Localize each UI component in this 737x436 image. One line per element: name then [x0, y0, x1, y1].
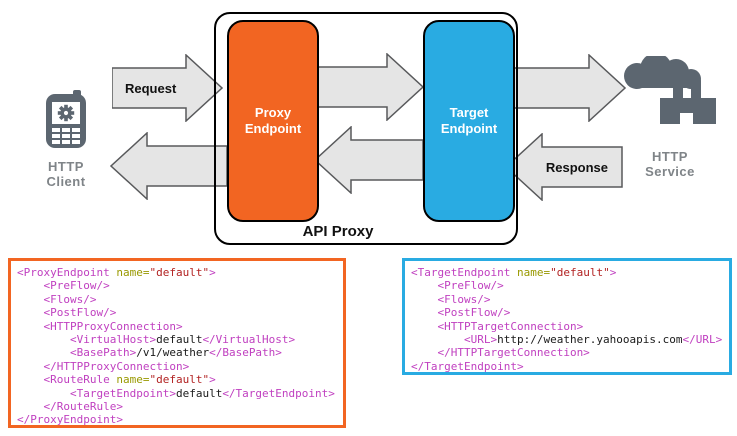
- proxy-endpoint-label-line1: Proxy: [254, 105, 292, 120]
- mobile-phone-icon: [40, 90, 92, 155]
- code-line: <VirtualHost>default</VirtualHost>: [17, 333, 296, 347]
- code-line: <TargetEndpoint name="default">: [411, 266, 617, 279]
- proxy-to-target-arrow: [314, 53, 424, 121]
- target-endpoint-label-line2: Endpoint: [440, 121, 498, 136]
- code-line: <PostFlow/>: [411, 306, 511, 320]
- code-line: </ProxyEndpoint>: [17, 413, 123, 427]
- code-line: <PostFlow/>: [17, 306, 117, 320]
- target-endpoint-xml-block: <TargetEndpoint name="default"> <PreFlow…: [402, 258, 732, 375]
- proxy-endpoint-label-line2: Endpoint: [244, 121, 302, 136]
- proxy-endpoint-block: Proxy Endpoint: [227, 20, 319, 222]
- proxy-to-client-arrow: [110, 132, 228, 200]
- code-line: <PreFlow/>: [411, 279, 504, 293]
- proxy-endpoint-xml-block: <ProxyEndpoint name="default"> <PreFlow/…: [8, 258, 346, 428]
- target-to-service-arrow: [509, 54, 626, 122]
- target-endpoint-label-line1: Target: [449, 105, 489, 120]
- code-line: </TargetEndpoint>: [411, 359, 524, 373]
- cloud-factory-icon: [620, 53, 720, 145]
- request-arrow: Request: [112, 54, 223, 122]
- code-line: <HTTPTargetConnection>: [411, 319, 584, 333]
- target-to-proxy-arrow: [314, 126, 424, 194]
- http-client-actor: HTTP Client: [30, 90, 102, 189]
- code-line: </RouteRule>: [17, 400, 123, 414]
- api-proxy-title: API Proxy: [302, 223, 374, 240]
- http-client-label: HTTP Client: [46, 159, 86, 189]
- code-line: <ProxyEndpoint name="default">: [17, 266, 216, 279]
- code-line: <TargetEndpoint>default</TargetEndpoint>: [17, 386, 335, 400]
- http-service-label: HTTP Service: [645, 149, 695, 179]
- response-arrow: Response: [505, 133, 623, 201]
- code-line: <Flows/>: [411, 292, 491, 306]
- code-line: </HTTPProxyConnection>: [17, 359, 190, 373]
- http-service-actor: HTTP Service: [615, 53, 725, 179]
- code-line: <RouteRule name="default">: [17, 373, 216, 387]
- code-line: <PreFlow/>: [17, 279, 110, 293]
- code-line: <URL>http://weather.yahooapis.com</URL>: [411, 333, 723, 347]
- code-line: <HTTPProxyConnection>: [17, 319, 183, 333]
- response-arrow-label: Response: [545, 159, 608, 175]
- code-line: <BasePath>/v1/weather</BasePath>: [17, 346, 282, 360]
- gear-icon: [57, 104, 75, 122]
- target-endpoint-block: Target Endpoint: [423, 20, 515, 222]
- code-line: </HTTPTargetConnection>: [411, 346, 590, 360]
- api-proxy-container: API Proxy: [214, 12, 518, 245]
- code-line: <Flows/>: [17, 292, 97, 306]
- request-arrow-label: Request: [125, 80, 177, 96]
